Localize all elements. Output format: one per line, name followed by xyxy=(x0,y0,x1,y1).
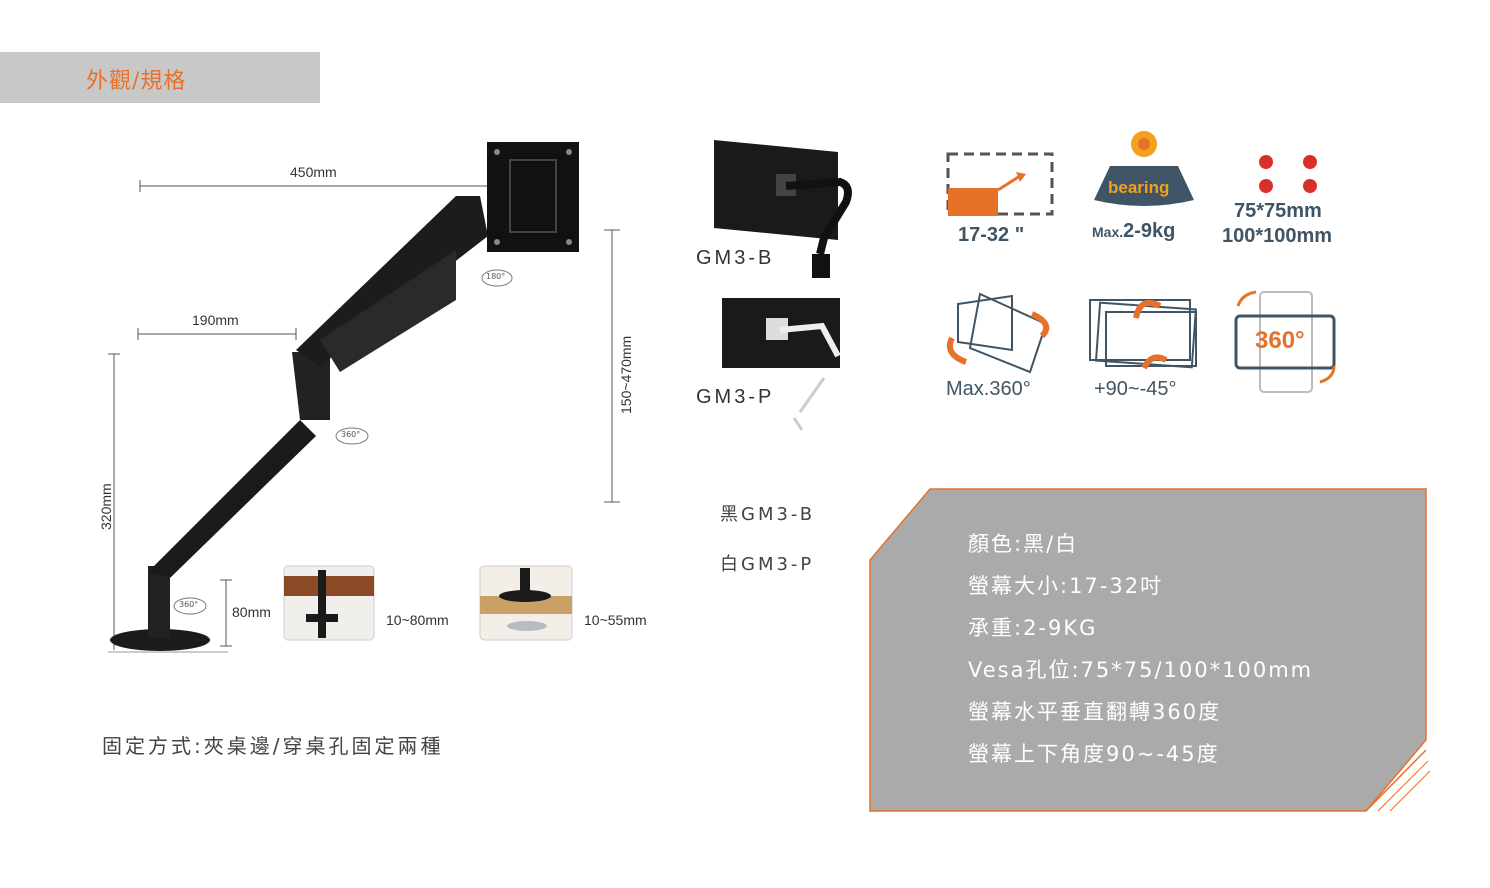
dim-clamp-range: 10~80mm xyxy=(386,612,449,628)
model-images xyxy=(714,140,852,431)
feature-icons xyxy=(946,131,1336,393)
mount-method-text: 固定方式:夾桌邊/穿桌孔固定兩種 xyxy=(102,734,444,758)
dim-grommet-range: 10~55mm xyxy=(584,612,647,628)
dim-vertical-range: 150~470mm xyxy=(618,335,634,414)
dim-segment-length: 190mm xyxy=(192,312,239,328)
load-value: 2-9kg xyxy=(1123,220,1176,242)
rotation-badge-mid: 360° xyxy=(341,430,361,439)
load-prefix: Max. xyxy=(1092,224,1124,240)
spec-screen-size: 螢幕大小:17-32吋 xyxy=(968,574,1164,598)
section-header-bar xyxy=(0,52,320,103)
monitor-arm-diagram xyxy=(108,142,620,653)
dim-arm-length: 450mm xyxy=(290,164,337,180)
feature-load: Max.2-9kg xyxy=(1092,220,1175,243)
section-title: 外觀/規格 xyxy=(86,69,187,94)
feature-swivel: Max.360° xyxy=(946,378,1031,400)
feature-screen-size: 17-32 " xyxy=(958,224,1025,246)
feature-rotate: 360° xyxy=(1255,327,1305,354)
color-label-white: 白GM3-P xyxy=(720,554,815,575)
dim-height: 320mm xyxy=(98,483,114,530)
spec-panel xyxy=(869,488,1431,812)
rotation-badge-top: 180° xyxy=(486,272,506,281)
feature-vesa-2: 100*100mm xyxy=(1222,225,1333,247)
spec-vesa: Vesa孔位:75*75/100*100mm xyxy=(968,658,1314,682)
feature-tilt: +90~-45° xyxy=(1094,378,1177,400)
spec-color: 顏色:黑/白 xyxy=(968,532,1079,556)
model-label-b: GM3-B xyxy=(696,247,775,269)
bearing-badge: bearing xyxy=(1108,178,1170,197)
spec-load: 承重:2-9KG xyxy=(968,616,1098,640)
dim-base-height: 80mm xyxy=(232,604,271,620)
feature-vesa-1: 75*75mm xyxy=(1234,200,1322,222)
rotation-badge-base: 360° xyxy=(179,600,199,609)
spec-rotation: 螢幕水平垂直翻轉360度 xyxy=(968,700,1222,724)
model-label-p: GM3-P xyxy=(696,386,775,408)
spec-tilt: 螢幕上下角度90~-45度 xyxy=(968,742,1220,766)
color-label-black: 黑GM3-B xyxy=(720,504,816,525)
